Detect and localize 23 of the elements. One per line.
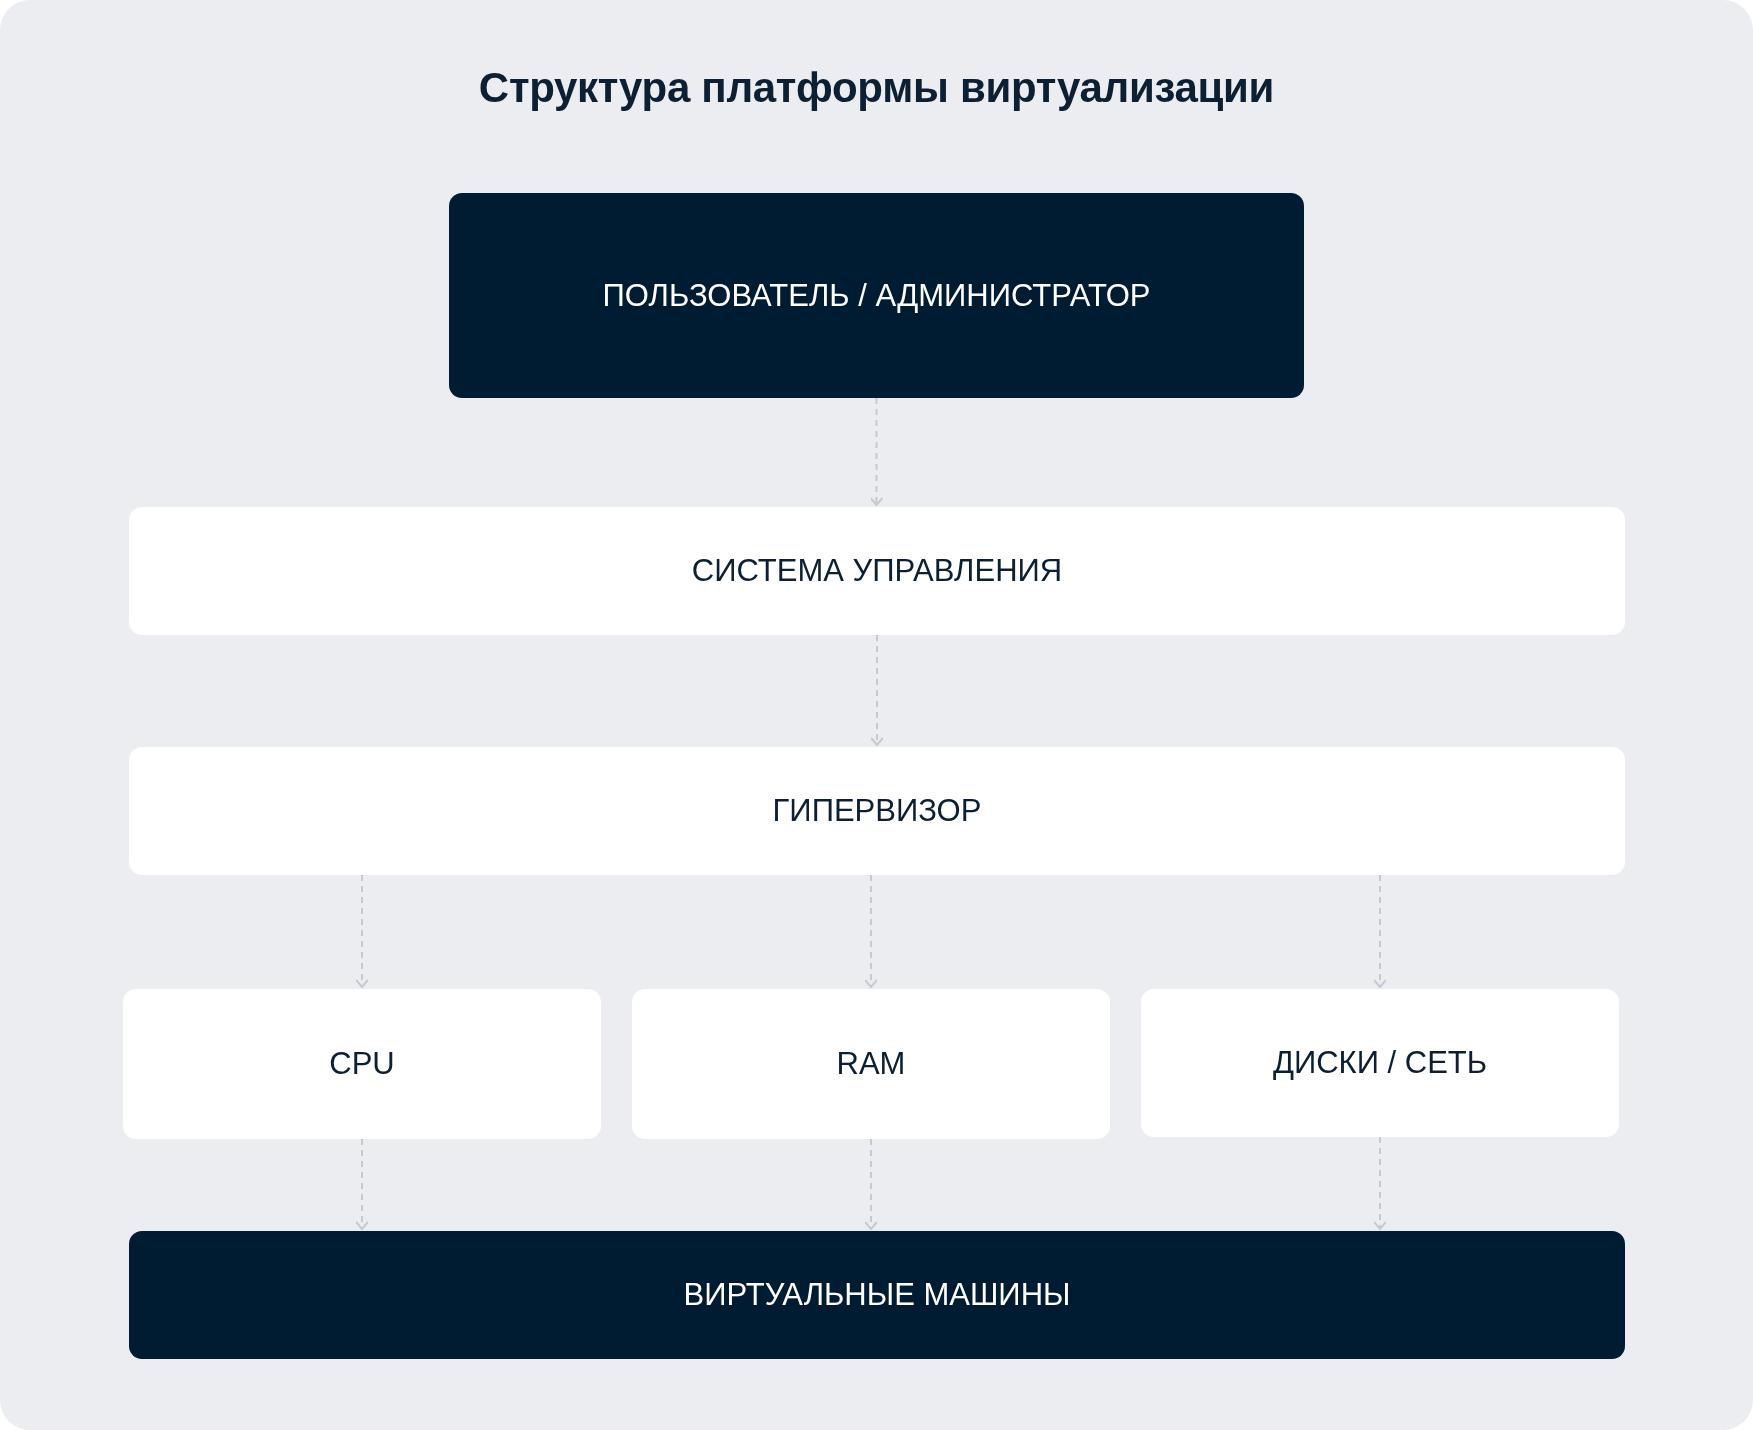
arrow — [1373, 874, 1387, 988]
process-box — [123, 989, 601, 1139]
process-box — [449, 193, 1304, 398]
process-box — [129, 1231, 1625, 1359]
node-label: RAM — [836, 1046, 906, 1082]
node-label: ДИСКИ / СЕТЬ — [1272, 1045, 1488, 1081]
arrow — [864, 874, 878, 988]
arrow — [355, 1138, 369, 1230]
process-box — [129, 507, 1625, 635]
node-label: СИСТЕМА УПРАВЛЕНИЯ — [691, 553, 1063, 589]
node-label: ПОЛЬЗОВАТЕЛЬ / АДМИНИСТРАТОР — [602, 277, 1151, 314]
arrow — [869, 397, 884, 506]
diagram-title: Структура платформы виртуализации — [478, 64, 1275, 111]
process-box — [632, 989, 1110, 1139]
arrow — [1373, 1136, 1387, 1230]
process-box — [129, 747, 1625, 875]
arrow — [864, 1138, 878, 1230]
node-label: CPU — [329, 1046, 395, 1082]
arrow — [355, 874, 369, 988]
process-box — [1141, 989, 1619, 1137]
node-label: ВИРТУАЛЬНЫЕ МАШИНЫ — [683, 1277, 1071, 1313]
node-label: ГИПЕРВИЗОР — [772, 793, 982, 829]
arrow — [870, 634, 884, 746]
